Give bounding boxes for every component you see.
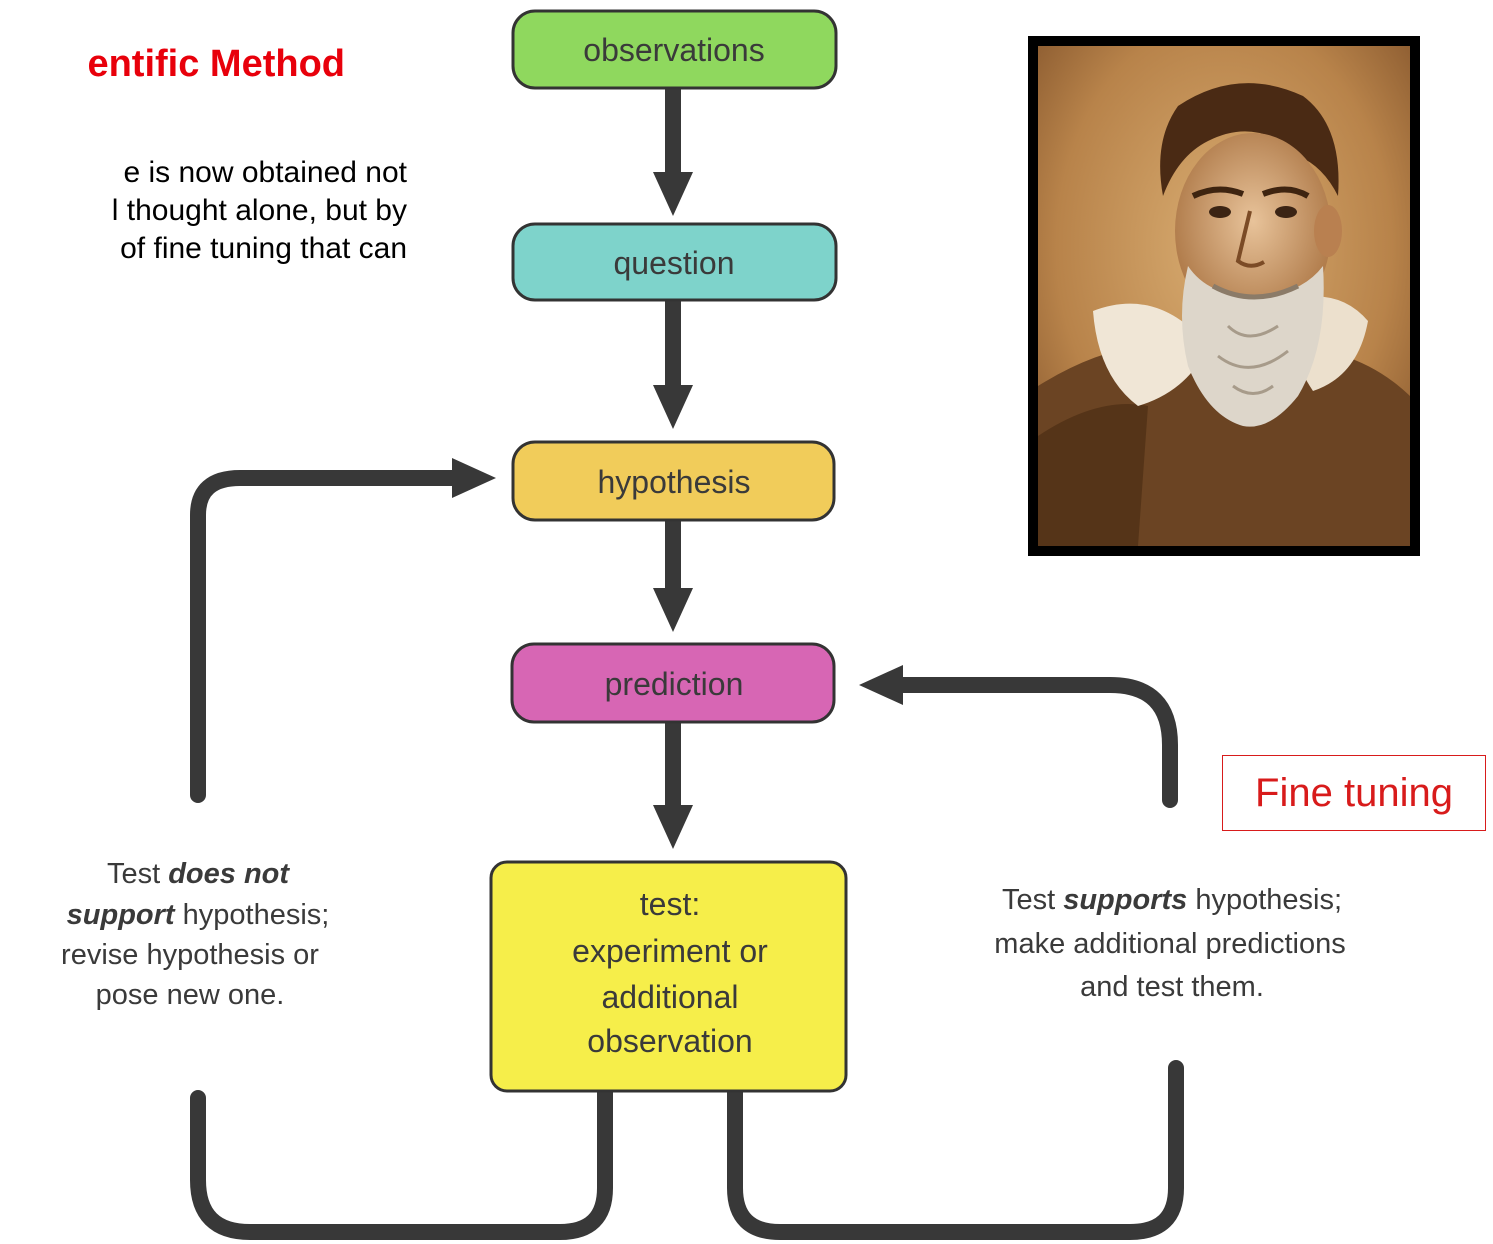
caption-emphasis: support: [67, 899, 176, 931]
caption-supports: Test supports hypothesis; make additiona…: [994, 884, 1345, 1003]
caption-text: Test: [1002, 884, 1063, 916]
body-line: e is now obtained not: [123, 156, 407, 189]
node-hypothesis-box: [511, 440, 836, 522]
node-hypothesis: hypothesis: [511, 440, 836, 522]
node-prediction: prediction: [510, 642, 836, 724]
node-test-line: observation: [587, 1023, 752, 1059]
node-hypothesis-label: hypothesis: [598, 464, 751, 500]
node-test-line: additional: [602, 979, 739, 1015]
node-question: question: [511, 222, 838, 302]
node-test: test: experiment or additional observati…: [489, 860, 848, 1093]
body-line: of fine tuning that can: [120, 232, 407, 265]
svg-text:support hypothesis;: support hypothesis;: [67, 899, 330, 931]
caption-text: Test: [107, 858, 168, 890]
svg-text:Test supports hypothesis;: Test supports hypothesis;: [1002, 884, 1342, 916]
loop-path-support-segment: [727, 1060, 1184, 1240]
caption-line: pose new one.: [96, 979, 285, 1011]
body-line: l thought alone, but by: [111, 194, 407, 227]
node-observations-box: [511, 9, 838, 90]
fine-tuning-callout: Fine tuning: [1222, 755, 1486, 831]
loop-path-support-to-prediction: [859, 665, 1178, 808]
caption-emphasis: does not: [168, 858, 290, 890]
caption-line: make additional predictions: [994, 928, 1345, 960]
slide-body-text: e is now obtained not l thought alone, b…: [0, 154, 407, 268]
node-prediction-box: [510, 642, 836, 724]
caption-text: hypothesis;: [1187, 884, 1342, 916]
node-test-line: experiment or: [572, 933, 768, 969]
node-prediction-label: prediction: [605, 666, 744, 702]
node-test-line: test:: [640, 886, 700, 922]
slide-title: entific Method: [87, 43, 345, 85]
node-observations: observations: [511, 9, 838, 90]
node-question-box: [511, 222, 838, 302]
caption-line: and test them.: [1080, 971, 1264, 1003]
node-test-box: [489, 860, 848, 1093]
loop-path-revise-segment: [190, 1082, 613, 1240]
caption-line: revise hypothesis or: [61, 939, 319, 971]
galileo-portrait-icon: [1028, 36, 1420, 556]
caption-emphasis: supports: [1063, 884, 1187, 916]
loop-path-revise-to-hypothesis: [190, 458, 496, 803]
caption-does-not-support: Test does not support hypothesis; revise…: [61, 858, 329, 1011]
node-observations-label: observations: [583, 32, 764, 68]
caption-text: hypothesis;: [175, 899, 330, 931]
node-question-label: question: [614, 245, 735, 281]
svg-text:Test does not: Test does not: [107, 858, 290, 890]
